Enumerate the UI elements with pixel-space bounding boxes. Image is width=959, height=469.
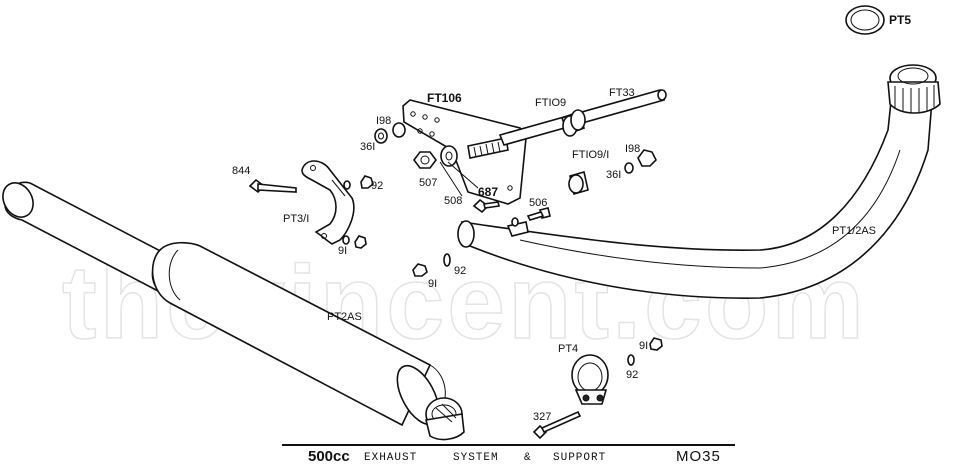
label-92c: 92	[626, 369, 638, 381]
part-labels: PT5 FT106 FTIO9 FT33 FTIO9/I I98 36I I98…	[232, 13, 911, 423]
pt4-clip	[571, 354, 609, 405]
label-pt2as: PT2AS	[327, 311, 362, 323]
pt3-1-bracket	[301, 160, 355, 245]
bolt-327	[532, 410, 582, 440]
label-687: 687	[478, 185, 498, 199]
label-ft33: FT33	[609, 87, 635, 99]
pipe-finned-nut	[887, 64, 941, 114]
label-91a: 9I	[338, 245, 347, 257]
label-ft109-1: FTIO9/I	[572, 149, 609, 161]
ft109-1-spacer	[568, 170, 589, 196]
nut-91c	[649, 337, 663, 351]
title-system: SYSTEM	[453, 452, 499, 464]
title-cc: 500cc	[308, 448, 350, 465]
diagram-title: 500cc EXHAUST SYSTEM & SUPPORT MO35	[282, 444, 735, 465]
title-code: MO35	[676, 448, 721, 465]
label-508: 508	[444, 195, 462, 207]
bolt-508	[472, 198, 500, 214]
pt5-ring	[845, 5, 885, 35]
washer-687	[440, 145, 458, 167]
label-pt5: PT5	[889, 13, 911, 27]
label-361b: 36I	[606, 169, 621, 181]
label-pt1-2as: PT1/2AS	[832, 225, 876, 237]
washer-92c	[627, 354, 635, 366]
nut-92a	[343, 175, 374, 190]
label-506: 506	[529, 197, 547, 209]
title-exhaust: EXHAUST	[364, 452, 417, 464]
title-ampersand: &	[524, 452, 532, 464]
label-pt4: PT4	[558, 343, 578, 355]
washer-pipe	[511, 217, 519, 227]
leader-lines	[439, 161, 479, 197]
label-91b: 9I	[428, 278, 437, 290]
label-198b: I98	[625, 143, 640, 155]
washer-361b	[624, 162, 634, 174]
label-91c: 9I	[639, 340, 648, 352]
bolt-844	[248, 178, 297, 194]
washer-92b	[443, 253, 451, 267]
title-support: SUPPORT	[553, 452, 606, 464]
washer-198a	[392, 122, 406, 138]
label-327: 327	[533, 411, 551, 423]
label-92a: 92	[371, 180, 383, 192]
nut-91a	[342, 235, 367, 249]
bolt-506	[526, 207, 551, 221]
nut-198b	[637, 149, 657, 167]
label-507: 507	[419, 177, 437, 189]
nut-91b	[412, 263, 428, 277]
label-361a: 36I	[360, 141, 375, 153]
label-198a: I98	[376, 115, 391, 127]
washer-361a	[374, 128, 388, 144]
label-ft106: FT106	[427, 91, 462, 105]
label-pt3-1: PT3/I	[283, 213, 309, 225]
label-844: 844	[232, 165, 250, 177]
silencer	[2, 181, 465, 441]
ft109-spacer	[560, 109, 586, 137]
nut-507	[413, 151, 437, 169]
front-exhaust-pipe	[457, 64, 941, 299]
label-ft109: FTIO9	[535, 97, 566, 109]
label-92b: 92	[454, 265, 466, 277]
